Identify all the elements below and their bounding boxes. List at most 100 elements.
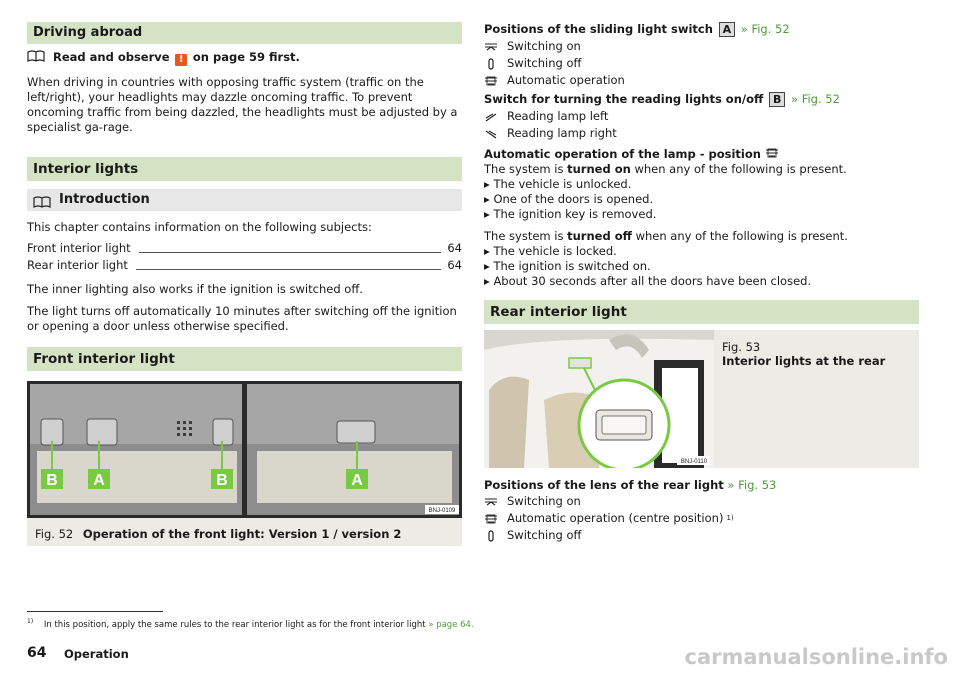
- list-item: Switching on: [484, 38, 919, 55]
- read-observe-note: Read and observe ! on page 59 first.: [27, 50, 462, 66]
- system-off-pre: The system is: [484, 229, 564, 243]
- read-observe-pre: Read and observe: [53, 50, 170, 64]
- sliding-switch-title-text: Positions of the sliding light switch: [484, 22, 713, 36]
- figure-52-code: BNJ-0109: [429, 508, 456, 514]
- system-on-line: The system is turned on when any of the …: [484, 162, 919, 177]
- footnote-mark: 1): [27, 618, 34, 625]
- reading-lamp-right-icon: [484, 127, 507, 141]
- door-light-icon: [484, 512, 507, 526]
- automatic-title: Automatic operation of the lamp - positi…: [484, 147, 919, 162]
- toc-leader: [135, 269, 442, 270]
- page-number: 64: [27, 645, 47, 661]
- toc-list: Front interior light 64 Rear interior li…: [27, 241, 462, 273]
- system-off-line: The system is turned off when any of the…: [484, 229, 919, 244]
- bullet-text: The vehicle is locked.: [493, 244, 617, 258]
- book-icon: [27, 50, 45, 62]
- reading-switch-list: Reading lamp left Reading lamp right: [484, 108, 919, 142]
- toc-row[interactable]: Rear interior light 64: [27, 258, 462, 273]
- right-column: Positions of the sliding light switch A …: [484, 22, 919, 544]
- reading-switch-title-text: Switch for turning the reading lights on…: [484, 92, 764, 106]
- interior-para-2: The light turns off automatically 10 min…: [27, 304, 457, 333]
- bullet-item: ▸ About 30 seconds after all the doors h…: [484, 274, 812, 288]
- section-heading-front-interior-light: Front interior light: [27, 347, 462, 371]
- list-item-label: Reading lamp left: [507, 109, 609, 123]
- footnote-text: In this position, apply the same rules t…: [43, 619, 426, 630]
- section-heading-driving-abroad: Driving abroad: [27, 22, 462, 44]
- toc-row[interactable]: Front interior light 64: [27, 241, 462, 256]
- warning-icon: !: [175, 54, 188, 66]
- list-item-label: Automatic operation: [507, 73, 625, 87]
- list-item-label: Switching on: [507, 39, 581, 53]
- subsection-heading-introduction: Introduction: [27, 189, 462, 211]
- book-icon: [33, 194, 51, 208]
- bullet-item: ▸ The vehicle is unlocked.: [484, 177, 632, 191]
- light-off-icon: [484, 57, 507, 71]
- fig-52-link[interactable]: » Fig. 52: [740, 22, 790, 36]
- light-off-icon: [484, 529, 507, 543]
- list-item-label: Switching off: [507, 56, 582, 70]
- figure-52-label: Fig. 52: [35, 527, 74, 541]
- callout-a: A: [93, 472, 105, 489]
- section-heading-rear-interior-light: Rear interior light: [484, 300, 919, 324]
- read-observe-post: on page 59 first.: [192, 50, 300, 64]
- list-item-label: Reading lamp right: [507, 126, 617, 140]
- toc-label: Rear interior light: [27, 258, 128, 272]
- chapter-text: This chapter contains information on the…: [27, 220, 372, 234]
- section-heading-interior-lights: Interior lights: [27, 157, 462, 181]
- system-on-bold: turned on: [567, 162, 631, 176]
- figure-52-caption-text: Operation of the front light: Version 1 …: [82, 527, 402, 541]
- list-item: Reading lamp right: [484, 125, 919, 142]
- fig-52-link[interactable]: » Fig. 52: [791, 92, 840, 106]
- bullet-text: About 30 seconds after all the doors hav…: [493, 274, 812, 288]
- introduction-label: Introduction: [59, 192, 150, 207]
- fig-53-link[interactable]: » Fig. 53: [727, 478, 777, 492]
- list-item-label: Automatic operation (centre position): [507, 511, 724, 525]
- driving-abroad-body: When driving in countries with opposing …: [27, 75, 458, 134]
- badge-b: B: [768, 92, 786, 107]
- footer-section: Operation: [64, 647, 129, 661]
- figure-53: BNJ-0110 Fig. 53 Interior lights at the …: [484, 330, 919, 472]
- list-item-label: Switching on: [507, 494, 581, 508]
- figure-53-caption: Fig. 53 Interior lights at the rear: [722, 340, 885, 368]
- interior-para-1: The inner lighting also works if the ign…: [27, 282, 363, 296]
- bullet-item: ▸ The ignition key is removed.: [484, 207, 657, 221]
- watermark: carmanualsonline.info: [684, 645, 948, 669]
- list-item: Automatic operation: [484, 72, 919, 89]
- list-item-label: Switching off: [507, 528, 582, 542]
- list-item: Switching off: [484, 527, 919, 544]
- sliding-switch-title: Positions of the sliding light switch A …: [484, 22, 919, 37]
- bullet-text: One of the doors is opened.: [493, 192, 654, 206]
- bullet-item: ▸ One of the doors is opened.: [484, 192, 654, 206]
- bullet-text: The ignition key is removed.: [493, 207, 657, 221]
- figure-53-caption-text: Interior lights at the rear: [722, 354, 886, 368]
- reading-lamp-left-icon: [484, 110, 507, 124]
- badge-a: A: [718, 22, 736, 37]
- automatic-title-text: Automatic operation of the lamp - positi…: [484, 147, 761, 161]
- door-light-icon: [484, 74, 507, 88]
- toc-page: 64: [447, 258, 462, 272]
- figure-52-caption: Fig. 52 Operation of the front light: Ve…: [35, 527, 401, 541]
- system-on-post: when any of the following is present.: [634, 162, 847, 176]
- figure-52-image: B A B A BNJ-0109: [27, 381, 462, 518]
- system-off-bold: turned off: [567, 229, 632, 243]
- footnote: 1) In this position, apply the same rule…: [27, 618, 474, 630]
- system-off-post: when any of the following is present.: [635, 229, 848, 243]
- sliding-switch-list: Switching on Switching off Automatic ope…: [484, 38, 919, 89]
- light-on-icon: [484, 40, 507, 54]
- footnote-divider: [27, 611, 163, 612]
- toc-leader: [138, 252, 442, 253]
- figure-53-label: Fig. 53: [722, 340, 761, 354]
- left-column: Driving abroad Read and observe ! on pag…: [27, 22, 462, 546]
- figure-53-code: BNJ-0110: [681, 459, 708, 465]
- lens-title: Positions of the lens of the rear light …: [484, 478, 919, 493]
- lens-title-text: Positions of the lens of the rear light: [484, 478, 724, 492]
- figure-53-image: BNJ-0110: [484, 330, 714, 472]
- figure-52: B A B A BNJ-0109 Fig. 52 Operation of th…: [27, 381, 462, 546]
- reading-switch-title: Switch for turning the reading lights on…: [484, 92, 919, 107]
- callout-b: B: [216, 472, 228, 489]
- footnote-page-link[interactable]: » page 64.: [428, 619, 474, 630]
- footnote-marker: 1): [726, 514, 734, 522]
- bullet-item: ▸ The vehicle is locked.: [484, 244, 617, 258]
- system-on-pre: The system is: [484, 162, 564, 176]
- light-on-icon: [484, 495, 507, 509]
